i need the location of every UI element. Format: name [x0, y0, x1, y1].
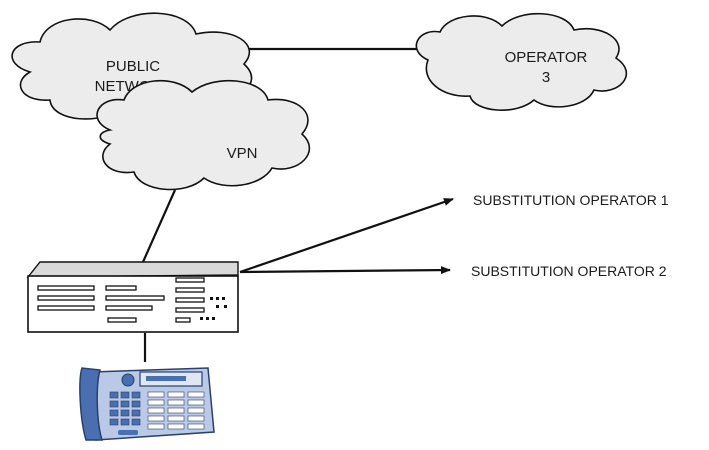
desk-phone-icon — [79, 367, 215, 441]
vpn-label: VPN — [227, 145, 258, 162]
operator3-label-line2: 3 — [542, 69, 550, 86]
arrow-to-substitution-operator-2 — [239, 266, 451, 275]
arrow-to-substitution-operator-1 — [239, 197, 454, 274]
operator3-cloud: OPERATOR 3 — [415, 12, 628, 111]
communication-server-icon — [26, 261, 239, 333]
public-network-label-line1: PUBLIC — [106, 58, 160, 75]
operator3-label-line1: OPERATOR — [505, 49, 588, 66]
substitution-operator-2-label: SUBSTITUTION OPERATOR 2 — [471, 263, 667, 279]
vpn-cloud: VPN — [96, 79, 311, 191]
link-vpn-server — [141, 189, 177, 263]
substitution-operator-1-label: SUBSTITUTION OPERATOR 1 — [473, 192, 669, 208]
